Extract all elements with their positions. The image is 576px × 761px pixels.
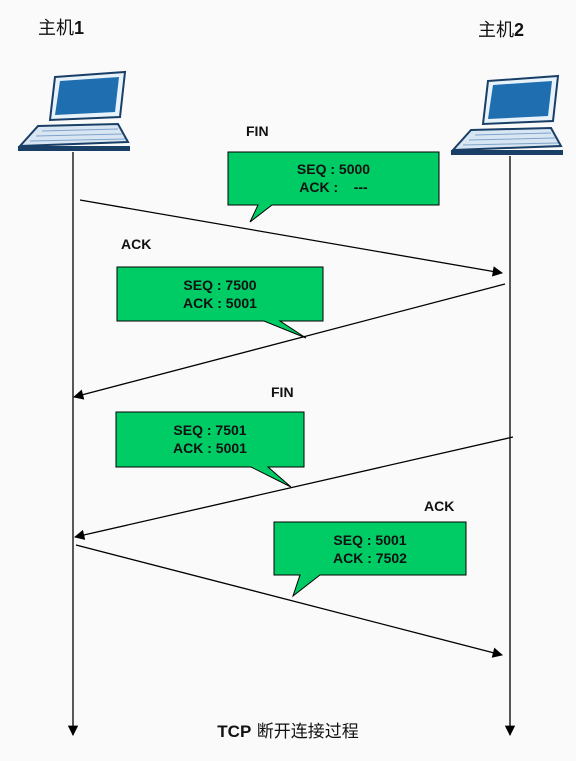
arrow-ack-2 [75, 544, 504, 658]
bubble-4-ack: ACK : 7502 [333, 550, 407, 566]
host-2-label-cn: 主机 [478, 20, 514, 41]
bubble-4-text: SEQ : 5001 ACK : 7502 [274, 531, 466, 567]
arrow-fin-2 [73, 436, 514, 540]
host-1-label-cn: 主机 [38, 18, 74, 39]
arrow-fin-1 [79, 199, 504, 277]
diagram-caption: TCP 断开连接过程 [0, 717, 576, 742]
message-1-type: FIN [246, 123, 269, 139]
bubble-3-text: SEQ : 7501 ACK : 5001 [116, 421, 304, 457]
bubble-3 [115, 411, 305, 488]
message-2-type: ACK [121, 236, 152, 252]
bubble-4-seq: SEQ : 5001 [333, 532, 407, 548]
bubble-2-text: SEQ : 7500 ACK : 5001 [117, 276, 323, 312]
bubble-3-ack: ACK : 5001 [173, 440, 247, 456]
bubble-3-seq: SEQ : 7501 [173, 422, 247, 438]
bubble-2-ack: ACK : 5001 [183, 295, 257, 311]
arrow-ack-1 [72, 283, 506, 400]
host-2-label-num: 2 [514, 20, 525, 40]
caption-rest: 断开连接过程 [251, 722, 359, 742]
message-4-type: ACK [424, 498, 455, 514]
laptop-icon-host-1 [17, 70, 130, 151]
bubble-2 [116, 266, 324, 339]
message-3-type: FIN [271, 384, 294, 400]
bubble-1 [227, 151, 440, 223]
caption-bold: TCP [217, 722, 252, 741]
bubble-1-seq: SEQ : 5000 [296, 161, 371, 177]
bubble-4 [273, 521, 467, 598]
bubble-1-ack: ACK : --- [299, 179, 368, 195]
host-2-label: 主机2 [478, 16, 524, 42]
bubble-1-text: SEQ : 5000 ACK : --- [228, 160, 439, 196]
host-1-label-num: 1 [74, 18, 85, 38]
bubble-2-seq: SEQ : 7500 [183, 277, 257, 293]
host-1-label: 主机1 [38, 14, 84, 40]
laptop-icon-host-2 [450, 74, 563, 155]
